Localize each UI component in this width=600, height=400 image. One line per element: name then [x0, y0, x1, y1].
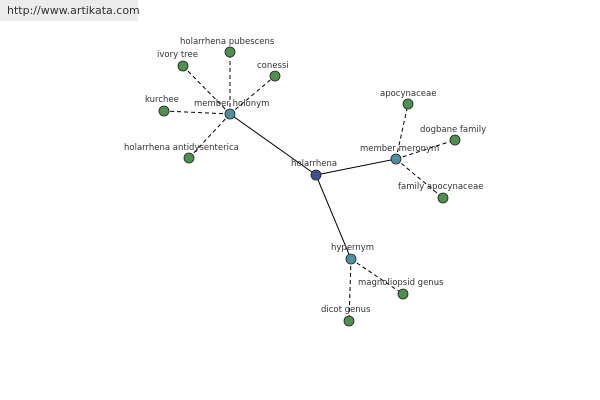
node-holarrhena-antidysenterica[interactable] — [183, 152, 195, 164]
edge-holarrhena-member-meronym — [315, 158, 397, 176]
url-text[interactable]: http://www.artikata.com — [7, 4, 140, 17]
node-member-holonym[interactable] — [224, 108, 236, 120]
edge-holarrhena-hypernym — [315, 174, 352, 260]
label-dicot-genus[interactable]: dicot genus — [321, 305, 371, 315]
label-holarrhena[interactable]: holarrhena — [291, 159, 337, 169]
node-ivory-tree[interactable] — [177, 60, 189, 72]
edges-layer — [163, 52, 456, 322]
edge-member-meronym-dogbane-family — [395, 139, 456, 160]
node-holarrhena[interactable] — [310, 169, 322, 181]
label-magnoliopsid-genus[interactable]: magnoliopsid genus — [358, 278, 444, 288]
label-family-apocynaceae[interactable]: family apocynaceae — [398, 182, 483, 192]
node-member-meronym[interactable] — [390, 153, 402, 165]
node-kurchee[interactable] — [158, 105, 170, 117]
edge-member-meronym-family-apocynaceae — [395, 158, 444, 199]
label-holarrhena-antidysenterica[interactable]: holarrhena antidysenterica — [124, 143, 239, 153]
label-conessi[interactable]: conessi — [257, 61, 289, 71]
label-member-holonym[interactable]: member holonym — [194, 99, 269, 109]
label-apocynaceae[interactable]: apocynaceae — [380, 89, 436, 99]
node-holarrhena-pubescens[interactable] — [224, 46, 236, 58]
node-magnoliopsid-genus[interactable] — [397, 288, 409, 300]
edge-holarrhena-member-holonym — [229, 113, 317, 176]
label-ivory-tree[interactable]: ivory tree — [157, 50, 198, 60]
edge-hypernym-dicot-genus — [348, 258, 352, 322]
node-hypernym[interactable] — [345, 253, 357, 265]
nodes-layer — [158, 46, 461, 327]
node-family-apocynaceae[interactable] — [437, 192, 449, 204]
label-hypernym[interactable]: hypernym — [331, 243, 374, 253]
edge-hypernym-magnoliopsid-genus — [350, 258, 404, 295]
labels-layer: holarrhena member holonym member meronym hy… — [124, 37, 486, 315]
label-kurchee[interactable]: kurchee — [145, 95, 179, 105]
edge-member-holonym-kurchee — [163, 110, 231, 115]
label-dogbane-family[interactable]: dogbane family — [420, 125, 486, 135]
node-conessi[interactable] — [269, 70, 281, 82]
edge-member-meronym-apocynaceae — [395, 103, 409, 160]
node-apocynaceae[interactable] — [402, 98, 414, 110]
label-holarrhena-pubescens[interactable]: holarrhena pubescens — [180, 37, 275, 47]
node-dicot-genus[interactable] — [343, 315, 355, 327]
edge-member-holonym-conessi — [229, 75, 276, 115]
url-bar: http://www.artikata.com — [0, 0, 140, 21]
edge-member-holonym-holarrhena-antidysenterica — [188, 113, 231, 159]
node-dogbane-family[interactable] — [449, 134, 461, 146]
label-member-meronym[interactable]: member meronym — [360, 144, 439, 154]
